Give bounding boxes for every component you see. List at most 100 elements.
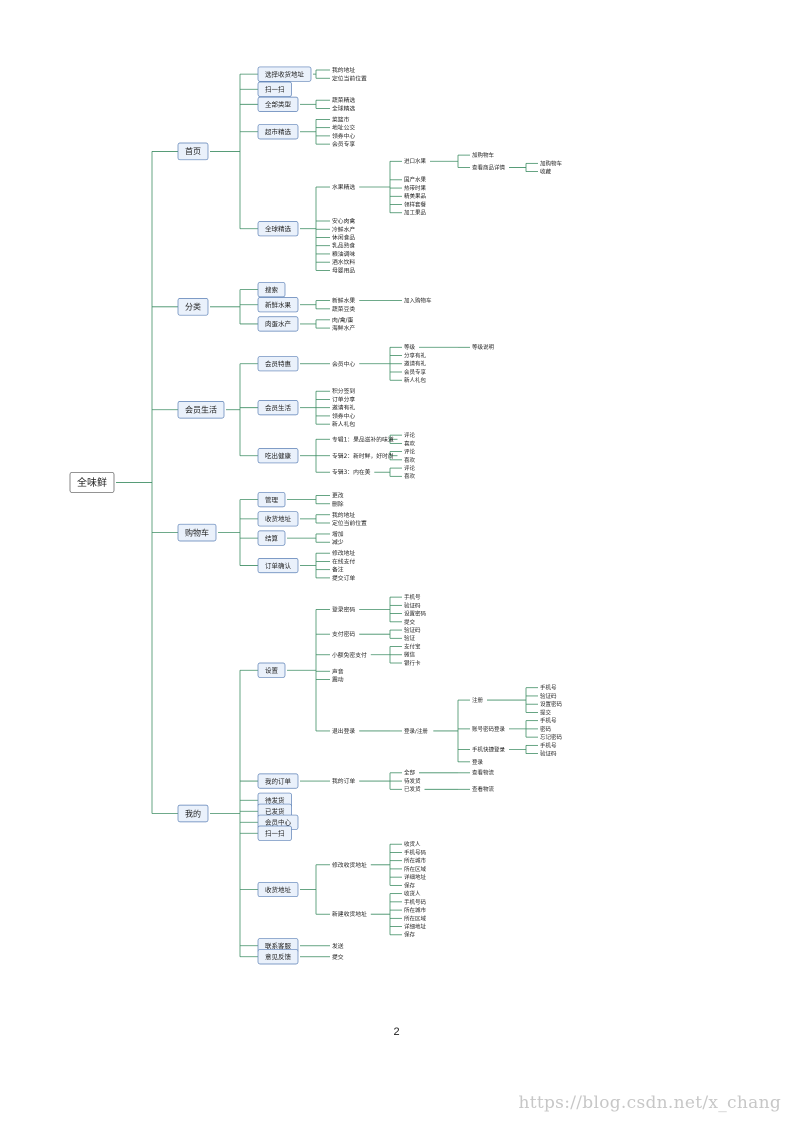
node-node: 会员中心: [332, 360, 355, 368]
node-node: 国产水果: [404, 176, 427, 184]
node-label: 登录: [472, 758, 484, 766]
node-label: 所在区域: [404, 914, 427, 922]
node-node: 水果精选: [332, 183, 355, 191]
node-node: 手机号: [540, 717, 557, 725]
node-node: 加购物车: [540, 159, 563, 167]
node-label: 评论: [404, 464, 416, 472]
connector-group: [210, 73, 258, 230]
node-node: 设置: [257, 662, 286, 678]
node-node: 加工果品: [404, 209, 427, 217]
node-label: 会员专享: [404, 368, 427, 376]
node-label: 菜篮市: [332, 115, 350, 123]
node-node: 设置密码: [540, 700, 563, 708]
node-node: 地址公交: [332, 124, 355, 132]
node-label: 验证码: [404, 626, 421, 634]
connector-group: [487, 687, 538, 713]
connector-group: [300, 390, 330, 425]
node-node: 邀请有礼: [332, 404, 355, 412]
node-node: 详细地址: [404, 922, 427, 930]
node-label: 会员中心: [332, 360, 355, 368]
node-box: [257, 825, 292, 841]
node-label: 设置密码: [404, 610, 427, 618]
page-number: 2: [393, 1026, 400, 1038]
node-label: 新人礼包: [332, 420, 355, 428]
connector-group: [287, 533, 330, 543]
node-node: 登录: [472, 758, 484, 766]
node-node: 喜欢: [404, 472, 416, 480]
node-label: 登录/注册: [404, 727, 428, 735]
node-node: 搜索: [257, 282, 286, 298]
node-node: 粮油调味: [332, 250, 355, 258]
node-node: 备注: [332, 566, 344, 574]
node-box: [257, 511, 299, 527]
node-node: 超市精选: [257, 124, 299, 140]
node-node: 会员专享: [404, 368, 427, 376]
node-box: [257, 400, 299, 416]
node-node: 安心肉禽: [332, 217, 355, 225]
node-label: 母婴用品: [332, 267, 355, 274]
node-node: 加入购物车: [404, 297, 432, 305]
node-node: 领券中心: [332, 132, 355, 140]
node-box: [257, 557, 299, 574]
connector-group: [374, 467, 402, 477]
node-node: 所在城市: [404, 906, 427, 914]
node-box: [257, 530, 286, 546]
node-node: 评论: [404, 448, 416, 456]
node-label: 手机号码: [404, 898, 427, 906]
node-node: 订单确认: [257, 557, 299, 574]
node-node: 全球精选: [332, 104, 355, 112]
node-node: 首页: [177, 142, 209, 161]
node-label: 所在区域: [404, 865, 427, 873]
node-label: 手机号码: [404, 848, 427, 856]
node-box: [69, 472, 115, 493]
connector-group: [370, 646, 402, 664]
node-label: 全球精选: [332, 104, 355, 112]
node-node: 增加: [332, 530, 344, 538]
node-node: 登录密码: [332, 606, 355, 614]
node-label: 减少: [332, 538, 344, 546]
connector-group: [370, 893, 402, 936]
node-label: 蔬菜豆类: [332, 305, 355, 313]
node-node: 账号密码登录: [472, 725, 506, 733]
connector-group: [430, 154, 470, 168]
node-node: 新鲜水果: [332, 297, 355, 305]
node-node: 意见反馈: [257, 949, 299, 965]
node-node: 支付密码: [332, 630, 355, 638]
connector-group: [218, 499, 258, 566]
node-box: [257, 949, 299, 965]
node-label: 邀请有礼: [332, 404, 355, 412]
node-label: 会员生活: [265, 403, 292, 412]
node-label: 管理: [265, 495, 279, 504]
node-label: 修改地址: [332, 549, 355, 557]
node-label: 修改收货地址: [332, 861, 367, 869]
connector-group: [300, 438, 330, 473]
node-label: 粮油调味: [332, 250, 355, 258]
node-node: 结算: [257, 530, 286, 546]
node-node: 查看物流: [472, 769, 495, 777]
node-box: [257, 96, 299, 112]
node-node: 密码: [540, 725, 552, 733]
node-node: 验证码: [540, 750, 557, 758]
node-label: 蔬菜精选: [332, 96, 355, 104]
node-label: 喜欢: [404, 472, 416, 480]
node-1: 专辑1：果品滋补的味道: [332, 435, 394, 443]
node-label: 发送: [332, 942, 344, 950]
node-label: 安心肉禽: [332, 217, 355, 225]
node-node: 收藏: [540, 168, 552, 176]
node-label: 国产水果: [404, 176, 427, 184]
connector-group: [210, 289, 258, 325]
node-node: 发送: [332, 942, 344, 950]
node-label: 更改: [332, 492, 344, 500]
node-label: 新建收货地址: [332, 910, 367, 918]
node-node: 手机号: [404, 593, 421, 601]
node-node: 等级: [404, 343, 416, 351]
node-node: 手机快捷登录: [472, 745, 506, 753]
node-label: 购物车: [185, 527, 209, 537]
node-node: 收货人: [404, 840, 421, 848]
node-label: 登录密码: [332, 606, 355, 614]
node-node: 领样套餐: [404, 200, 427, 208]
node-label: 删除: [332, 500, 344, 508]
node-box: [257, 297, 299, 313]
node-label: 验证: [404, 634, 416, 642]
connector-group: [300, 186, 330, 271]
